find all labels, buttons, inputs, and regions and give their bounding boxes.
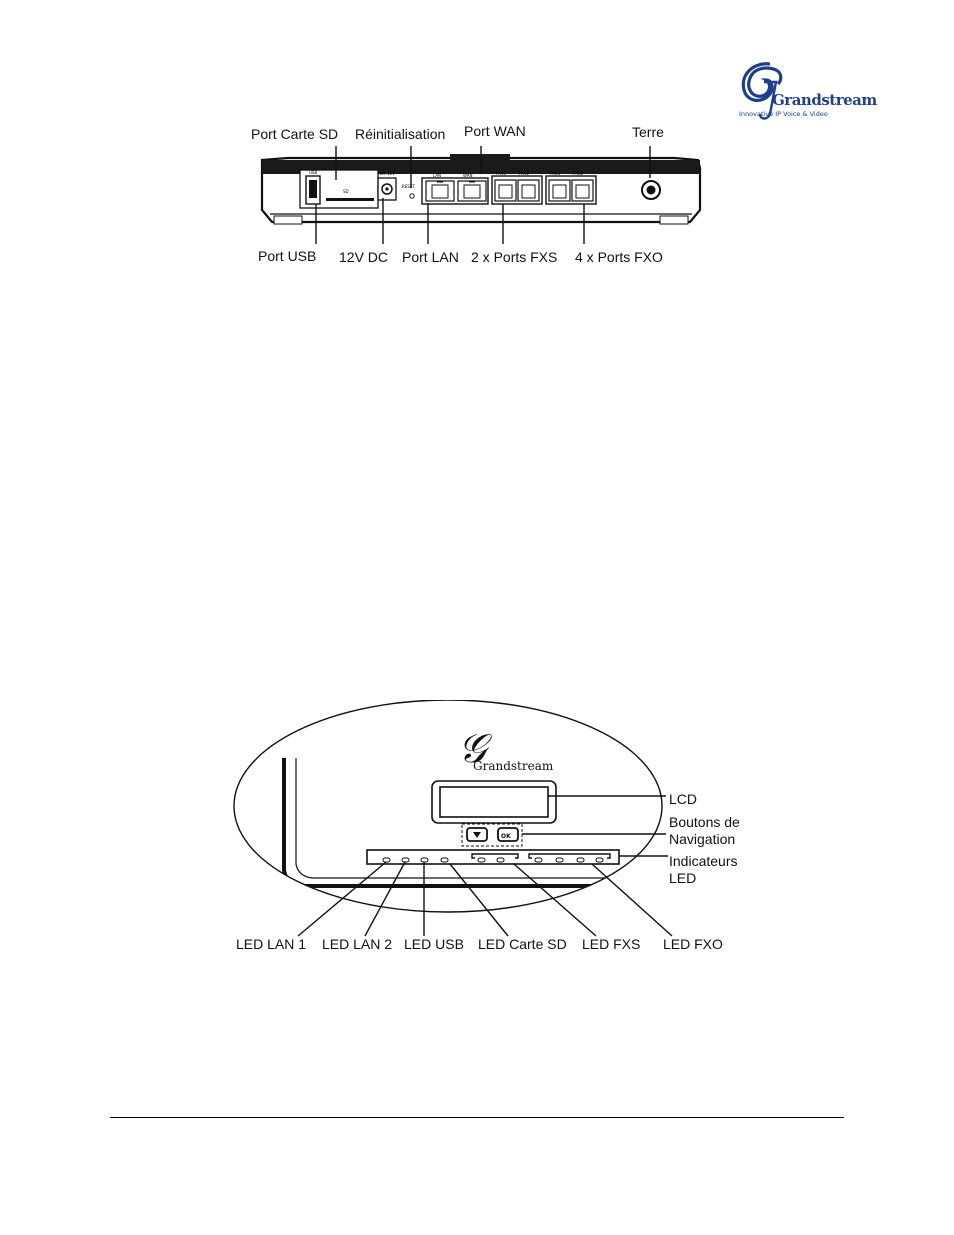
- callout-led-lan2: LED LAN 2: [322, 936, 393, 952]
- front-panel-device: [282, 758, 662, 888]
- callout-fxs-ports: 2 x Ports FXS: [471, 249, 558, 265]
- footer-rule: [110, 1117, 844, 1118]
- callout-led-indicators-line1: Indicateurs: [669, 853, 738, 869]
- callout-led-indicators-line2: LED: [669, 870, 697, 886]
- grandstream-g-mark: [741, 62, 783, 120]
- callout-reset: Réinitialisation: [355, 126, 446, 142]
- front-panel-diagram: 𝒢 Grandstream OK: [233, 700, 673, 937]
- print-fxo1: FXO1: [550, 171, 561, 176]
- callout-dc: 12V DC: [339, 249, 389, 265]
- print-usb: USB: [309, 170, 317, 175]
- callout-nav-buttons-line1: Boutons de: [669, 814, 740, 830]
- logo-tagline: Innovative IP Voice & Video: [739, 110, 828, 118]
- front-callout-lines: [297, 795, 673, 937]
- callout-usb-port: Port USB: [258, 248, 317, 264]
- callout-sd-card-port: Port Carte SD: [251, 126, 339, 142]
- back-panel-diagram: USB SD DC 12V RESET LAN WAN FXS1 FXS2 FX…: [260, 146, 702, 244]
- print-fxs2: FXS2: [519, 171, 530, 176]
- callout-ground: Terre: [632, 124, 664, 140]
- print-fxo2: FXO2: [573, 171, 584, 176]
- front-brand-text: Grandstream: [473, 759, 554, 773]
- print-lan: LAN: [433, 173, 441, 178]
- callout-led-fxo: LED FXO: [663, 936, 723, 952]
- back-callout-lines: [315, 146, 651, 244]
- callout-nav-buttons-line2: Navigation: [669, 831, 736, 847]
- callout-led-fxs: LED FXS: [582, 936, 641, 952]
- callout-led-lan1: LED LAN 1: [236, 936, 307, 952]
- back-panel-device: [260, 154, 702, 225]
- print-wan: WAN: [463, 173, 472, 178]
- callout-fxo-ports: 4 x Ports FXO: [575, 249, 663, 265]
- ok-button-label: OK: [501, 833, 511, 840]
- callout-lan-port: Port LAN: [402, 249, 459, 265]
- print-dc: DC 12V: [380, 171, 395, 176]
- print-reset: RESET: [402, 184, 415, 189]
- callout-led-sd: LED Carte SD: [478, 936, 567, 952]
- print-fxs1: FXS1: [496, 171, 507, 176]
- callout-wan-port: Port WAN: [464, 123, 526, 139]
- print-sd: SD: [343, 189, 349, 194]
- callout-lcd: LCD: [669, 791, 698, 807]
- callout-led-usb: LED USB: [404, 936, 464, 952]
- logo-brand-text: Grandstream: [772, 91, 877, 109]
